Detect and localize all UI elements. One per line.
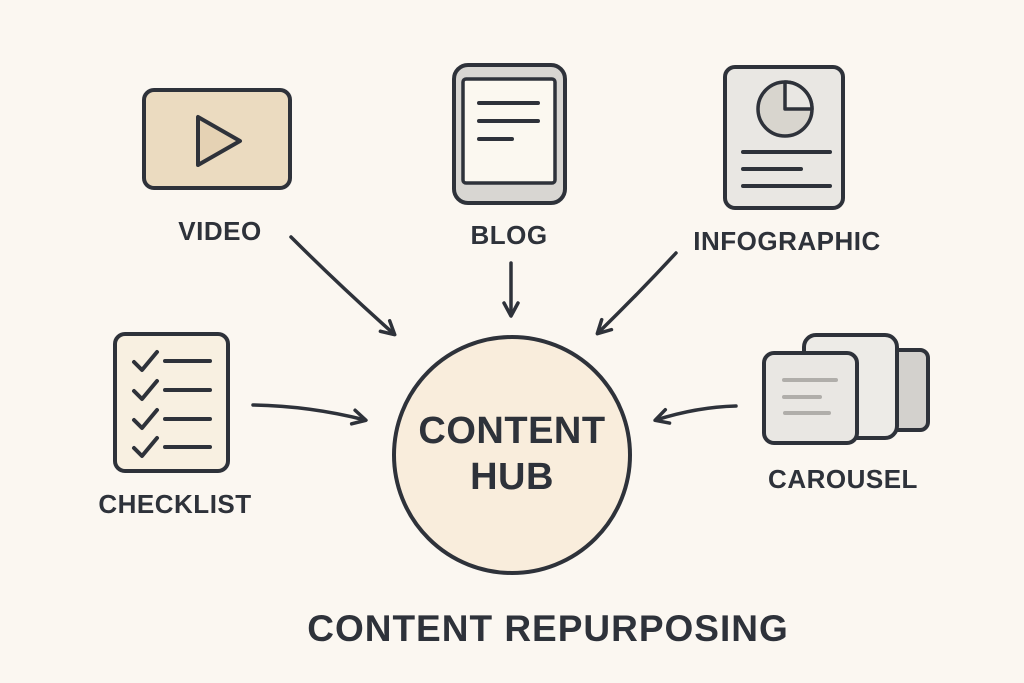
arrow-checklist-to-hub	[251, 403, 368, 426]
infographic-label: INFOGRAPHIC	[693, 226, 881, 256]
carousel-cards-icon	[762, 333, 930, 445]
checkmark-icon	[132, 408, 159, 430]
checkmark-icon	[132, 379, 159, 401]
video-play-icon	[142, 88, 292, 190]
infographic-pie-chart-icon	[723, 65, 845, 210]
checkmark-icon	[132, 436, 159, 458]
content-hub-label: CONTENT HUB	[418, 410, 606, 498]
content-hub-circle: CONTENT HUB	[392, 335, 632, 575]
blog-document-icon	[452, 63, 567, 205]
arrow-carousel-to-hub	[653, 404, 738, 425]
checkmark-icon	[132, 350, 159, 372]
carousel-label: CAROUSEL	[768, 464, 918, 494]
checklist-label: CHECKLIST	[98, 489, 252, 519]
video-label: VIDEO	[178, 216, 262, 246]
checklist-icon	[113, 332, 230, 473]
play-triangle-icon	[196, 115, 242, 167]
blog-label: BLOG	[470, 220, 548, 250]
arrow-infographic-to-hub	[595, 251, 678, 336]
diagram-title: CONTENT REPURPOSING	[307, 608, 789, 649]
arrow-video-to-hub	[289, 235, 397, 337]
